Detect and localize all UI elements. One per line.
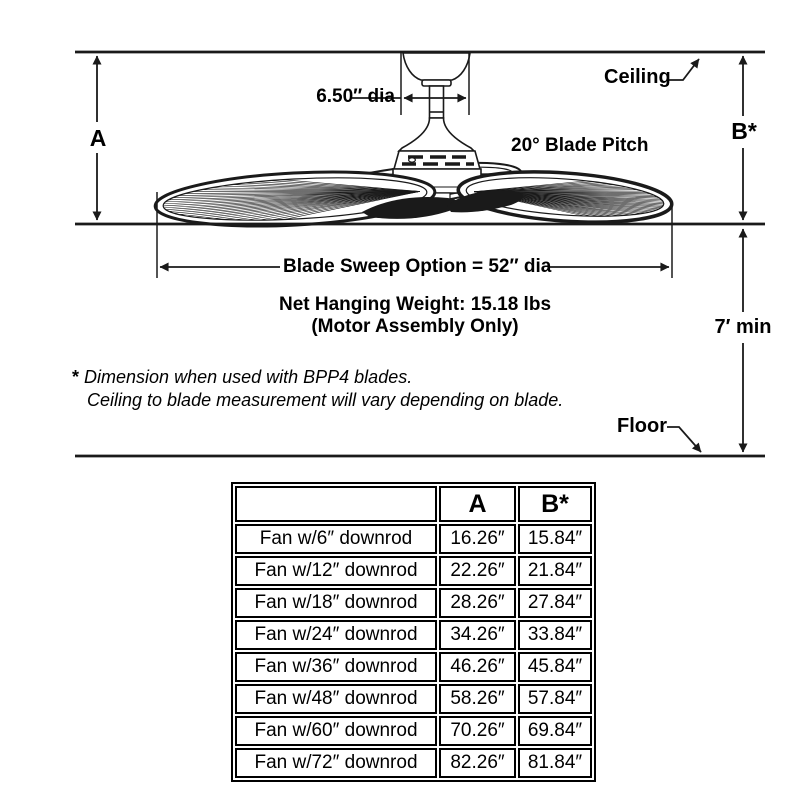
table-row: Fan w/72″ downrod 82.26″ 81.84″	[235, 748, 592, 778]
b-value-cell: 33.84″	[518, 620, 592, 650]
a-value-cell: 70.26″	[439, 716, 516, 746]
table-header-blank	[235, 486, 437, 522]
table-row: Fan w/48″ downrod 58.26″ 57.84″	[235, 684, 592, 714]
dimension-downrod-dia	[352, 53, 470, 115]
table-header-row: A B*	[235, 486, 592, 522]
floor-leader	[667, 426, 702, 453]
b-value-cell: 21.84″	[518, 556, 592, 586]
a-value-cell: 82.26″	[439, 748, 516, 778]
screw	[408, 157, 417, 163]
row-label-cell: Fan w/18″ downrod	[235, 588, 437, 618]
a-value-cell: 46.26″	[439, 652, 516, 682]
a-value-cell: 22.26″	[439, 556, 516, 586]
floor-clearance-label: 7′ min	[714, 316, 772, 338]
dimension-b-label: B*	[731, 118, 757, 144]
table-row: Fan w/12″ downrod 22.26″ 21.84″	[235, 556, 592, 586]
footnote-marker: *	[72, 367, 80, 387]
table-header-b: B*	[518, 486, 592, 522]
row-label-cell: Fan w/60″ downrod	[235, 716, 437, 746]
floor-label: Floor	[617, 415, 667, 437]
footnote-line1: * Dimension when used with BPP4 blades.	[72, 367, 413, 387]
downrod	[428, 85, 445, 119]
net-weight-line1: Net Hanging Weight: 15.18 lbs	[278, 294, 552, 315]
blade-pitch-label: 20° Blade Pitch	[511, 135, 649, 156]
a-value-cell: 34.26″	[439, 620, 516, 650]
footnote-line2: Ceiling to blade measurement will vary d…	[87, 390, 564, 410]
ceiling-leader	[668, 58, 700, 81]
row-label-cell: Fan w/12″ downrod	[235, 556, 437, 586]
dimension-a-label: A	[89, 125, 107, 151]
row-label-cell: Fan w/48″ downrod	[235, 684, 437, 714]
table-row: Fan w/6″ downrod 16.26″ 15.84″	[235, 524, 592, 554]
downrod-dimension-table: A B* Fan w/6″ downrod 16.26″ 15.84″ Fan …	[231, 482, 596, 782]
b-value-cell: 69.84″	[518, 716, 592, 746]
footnote: * Dimension when used with BPP4 blades. …	[72, 366, 563, 412]
b-value-cell: 27.84″	[518, 588, 592, 618]
table-row: Fan w/60″ downrod 70.26″ 69.84″	[235, 716, 592, 746]
blade-sweep-label: Blade Sweep Option = 52″ dia	[283, 256, 552, 277]
b-value-cell: 15.84″	[518, 524, 592, 554]
dimension-blade-sweep	[156, 192, 673, 278]
a-value-cell: 28.26″	[439, 588, 516, 618]
vent-shoulder	[392, 150, 482, 170]
row-label-cell: Fan w/72″ downrod	[235, 748, 437, 778]
a-value-cell: 58.26″	[439, 684, 516, 714]
vent-slots	[402, 155, 474, 166]
row-label-cell: Fan w/6″ downrod	[235, 524, 437, 554]
mounting-bell	[397, 117, 476, 152]
ceiling-label: Ceiling	[604, 66, 671, 88]
downrod-diameter-label: 6.50″ dia	[316, 86, 395, 107]
table-row: Fan w/24″ downrod 34.26″ 33.84″	[235, 620, 592, 650]
b-value-cell: 45.84″	[518, 652, 592, 682]
canopy	[402, 52, 471, 81]
blade-root-right	[447, 190, 524, 213]
a-value-cell: 16.26″	[439, 524, 516, 554]
fan-dimension-diagram	[75, 50, 765, 458]
table-row: Fan w/36″ downrod 46.26″ 45.84″	[235, 652, 592, 682]
b-value-cell: 81.84″	[518, 748, 592, 778]
net-weight-label: Net Hanging Weight: 15.18 lbs (Motor Ass…	[260, 294, 570, 338]
canopy-collar	[421, 79, 452, 87]
table-header-a: A	[439, 486, 516, 522]
b-value-cell: 57.84″	[518, 684, 592, 714]
net-weight-line2: (Motor Assembly Only)	[311, 316, 519, 337]
row-label-cell: Fan w/24″ downrod	[235, 620, 437, 650]
blade-root-left	[362, 196, 461, 219]
table-row: Fan w/18″ downrod 28.26″ 27.84″	[235, 588, 592, 618]
row-label-cell: Fan w/36″ downrod	[235, 652, 437, 682]
fan-blade-left	[153, 170, 437, 228]
